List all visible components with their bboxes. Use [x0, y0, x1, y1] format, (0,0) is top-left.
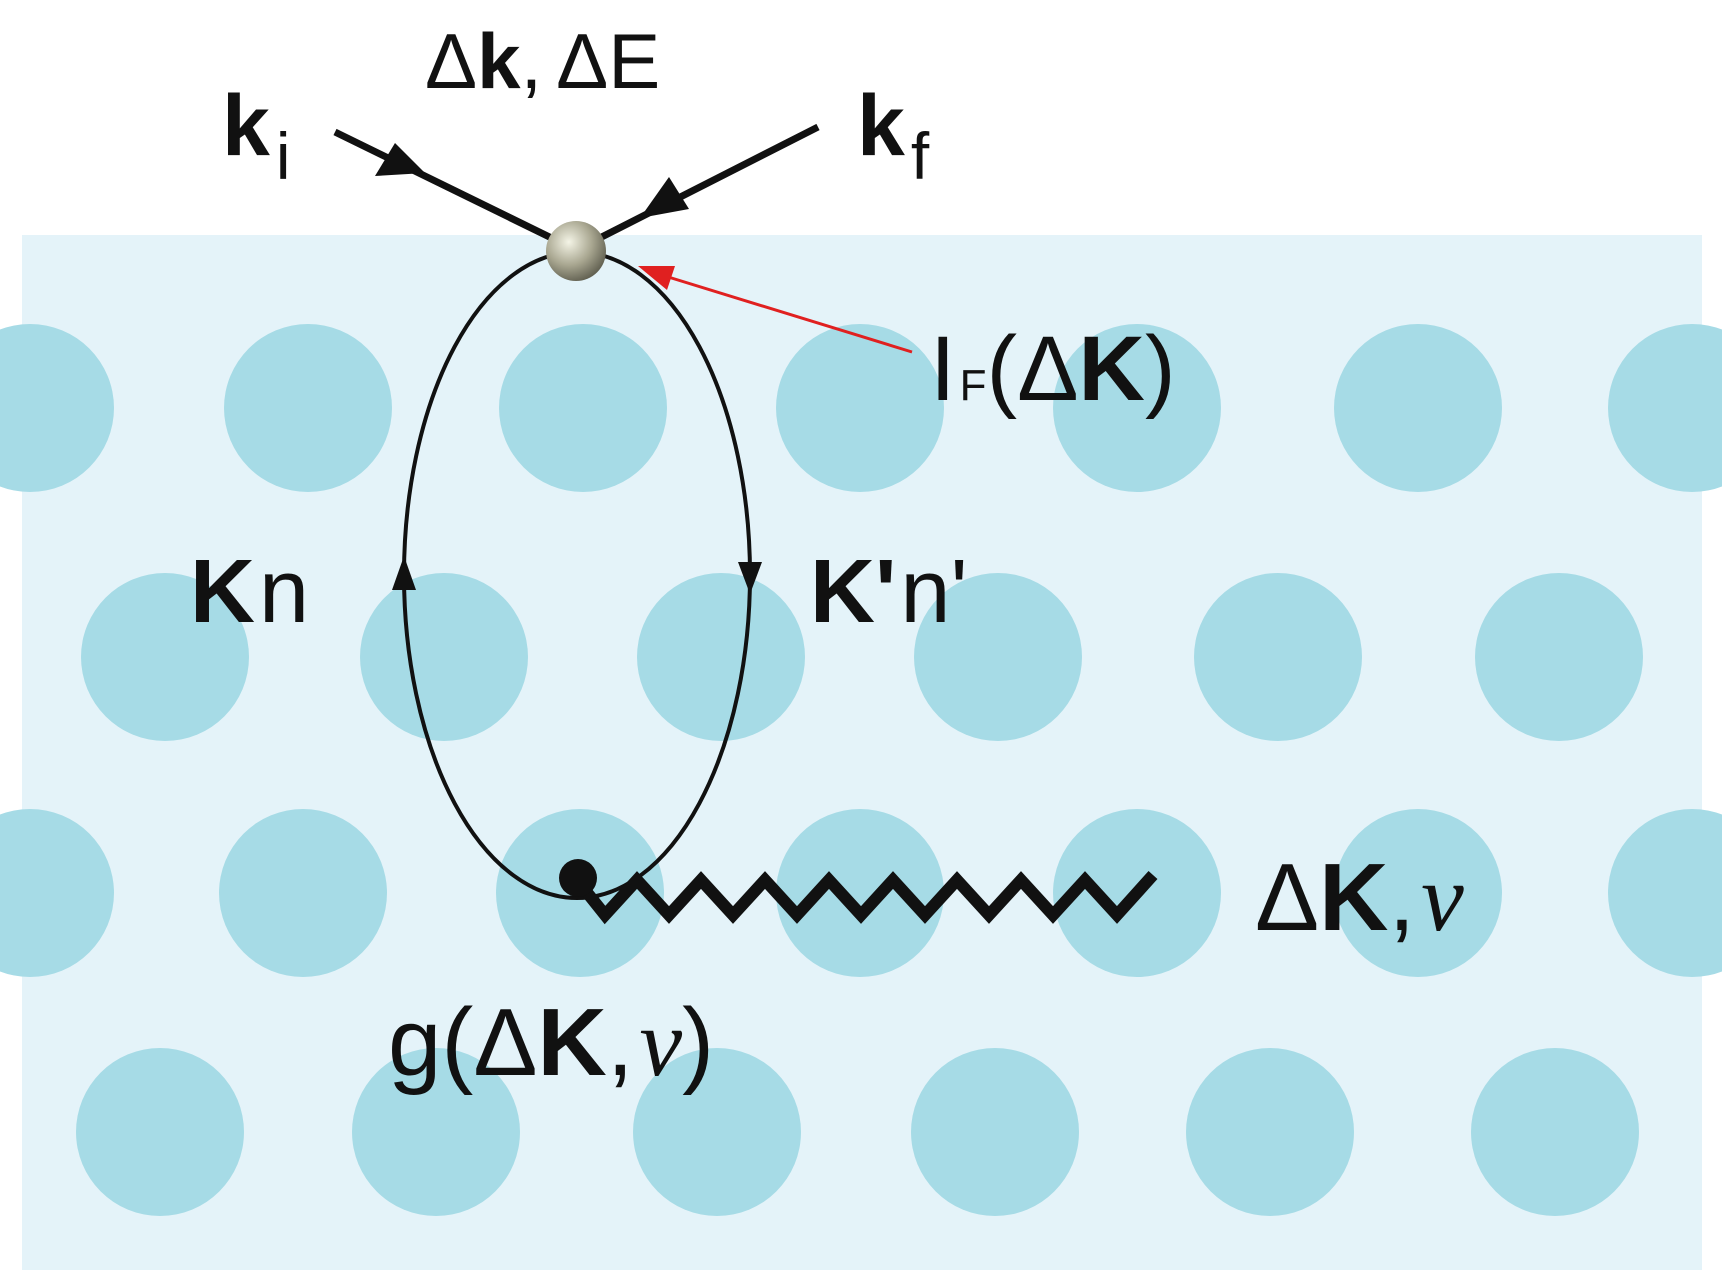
lattice-atom	[360, 573, 528, 741]
lattice-atom	[637, 573, 805, 741]
lattice-atoms	[0, 324, 1722, 1216]
lattice-atom	[1334, 809, 1502, 977]
incoming-beam	[333, 128, 574, 252]
incoming-arrow	[375, 143, 425, 176]
lattice-atom	[1334, 324, 1502, 492]
lattice-atom	[1608, 324, 1722, 492]
lattice-atom	[776, 809, 944, 977]
outgoing-arrow	[640, 177, 689, 218]
lattice-atom	[633, 1048, 801, 1216]
lattice-atom	[1186, 1048, 1354, 1216]
loop-arrow-down	[738, 562, 762, 594]
incoming-wavevector-label: ki	[222, 78, 291, 193]
outgoing-wavevector-label: kf	[857, 78, 930, 193]
lattice-atom	[0, 324, 114, 492]
lattice-atom	[1053, 324, 1221, 492]
lattice-atom	[499, 324, 667, 492]
loop-arrow-up	[392, 556, 416, 590]
lattice-atom	[81, 573, 249, 741]
right-state-label: K'n'	[810, 542, 968, 642]
coupling-label: g(ΔK,ν)	[388, 989, 714, 1096]
lattice-atom	[219, 809, 387, 977]
form-factor-pointer	[664, 274, 913, 354]
transfer-label: Δk,ΔE	[425, 17, 660, 105]
lattice-atom	[224, 324, 392, 492]
lattice-atom	[1608, 809, 1722, 977]
form-factor-pointer-head	[638, 266, 675, 290]
lattice-atom	[911, 1048, 1079, 1216]
lattice-atom	[776, 324, 944, 492]
phonon-line	[572, 870, 1158, 925]
coupling-vertex	[559, 859, 597, 897]
phonon-label: ΔK,ν	[1255, 844, 1464, 951]
form-factor-label: IF(ΔK)	[930, 318, 1176, 420]
lattice-atom	[1194, 573, 1362, 741]
lattice-atom	[76, 1048, 244, 1216]
lattice-atom	[0, 809, 114, 977]
outgoing-beam	[578, 123, 820, 252]
lattice-atom	[1475, 573, 1643, 741]
lattice-atom	[352, 1048, 520, 1216]
lattice-atom	[1471, 1048, 1639, 1216]
scattering-vertex	[546, 221, 606, 281]
left-state-label: Kn	[190, 542, 309, 642]
lattice-atom	[914, 573, 1082, 741]
